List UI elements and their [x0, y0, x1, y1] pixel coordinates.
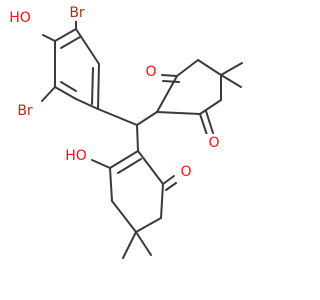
bond	[199, 113, 208, 136]
bond	[60, 81, 77, 92]
atom-label-group: Br HO Br O O HO O	[7, 3, 223, 180]
bond	[136, 111, 158, 126]
bond	[97, 63, 100, 110]
bromine-label: Br	[69, 5, 85, 21]
bond	[54, 86, 77, 100]
bond	[91, 159, 111, 169]
bond	[60, 36, 81, 49]
bond	[161, 74, 178, 77]
bond	[42, 34, 56, 42]
oxygen-label: O	[145, 64, 156, 80]
bond	[136, 124, 139, 152]
bond	[135, 217, 162, 233]
bond	[135, 231, 152, 256]
bond	[111, 200, 137, 233]
bond	[156, 111, 201, 115]
atom-o_dione_bottom: O	[205, 134, 223, 152]
bond	[165, 182, 177, 191]
atom-oh_phenol: HO	[7, 7, 35, 27]
bond	[160, 183, 164, 219]
bond	[117, 158, 142, 174]
oxygen-label: O	[208, 135, 219, 151]
bond	[220, 74, 242, 88]
hydroxyl-label: HO	[65, 148, 87, 164]
bond	[197, 59, 222, 76]
bond	[122, 231, 137, 259]
bromine-label: Br	[17, 103, 33, 119]
bond	[176, 59, 199, 77]
bond	[162, 80, 180, 83]
bond	[75, 28, 100, 65]
molecule-structure: Br HO Br O O HO O	[0, 0, 300, 300]
bond	[137, 150, 164, 185]
atom-o_dione_top: O	[142, 62, 160, 80]
bond	[41, 86, 56, 102]
oxygen-label: O	[180, 164, 191, 180]
bond	[75, 98, 99, 110]
bond	[109, 150, 139, 169]
atom-o_ketone: O	[177, 162, 195, 180]
hydroxyl-label: HO	[9, 10, 31, 26]
bond	[205, 110, 214, 134]
bond	[162, 175, 175, 185]
bond	[199, 99, 222, 115]
bond	[220, 62, 243, 76]
bond	[54, 28, 77, 42]
atom-br_top: Br	[64, 3, 90, 21]
bond	[91, 67, 94, 105]
bond	[97, 108, 138, 126]
background	[0, 0, 300, 300]
atom-br_bottom: Br	[12, 99, 38, 119]
bond-group	[41, 19, 243, 259]
atom-oh_enol: HO	[60, 145, 90, 165]
bond	[109, 167, 113, 202]
